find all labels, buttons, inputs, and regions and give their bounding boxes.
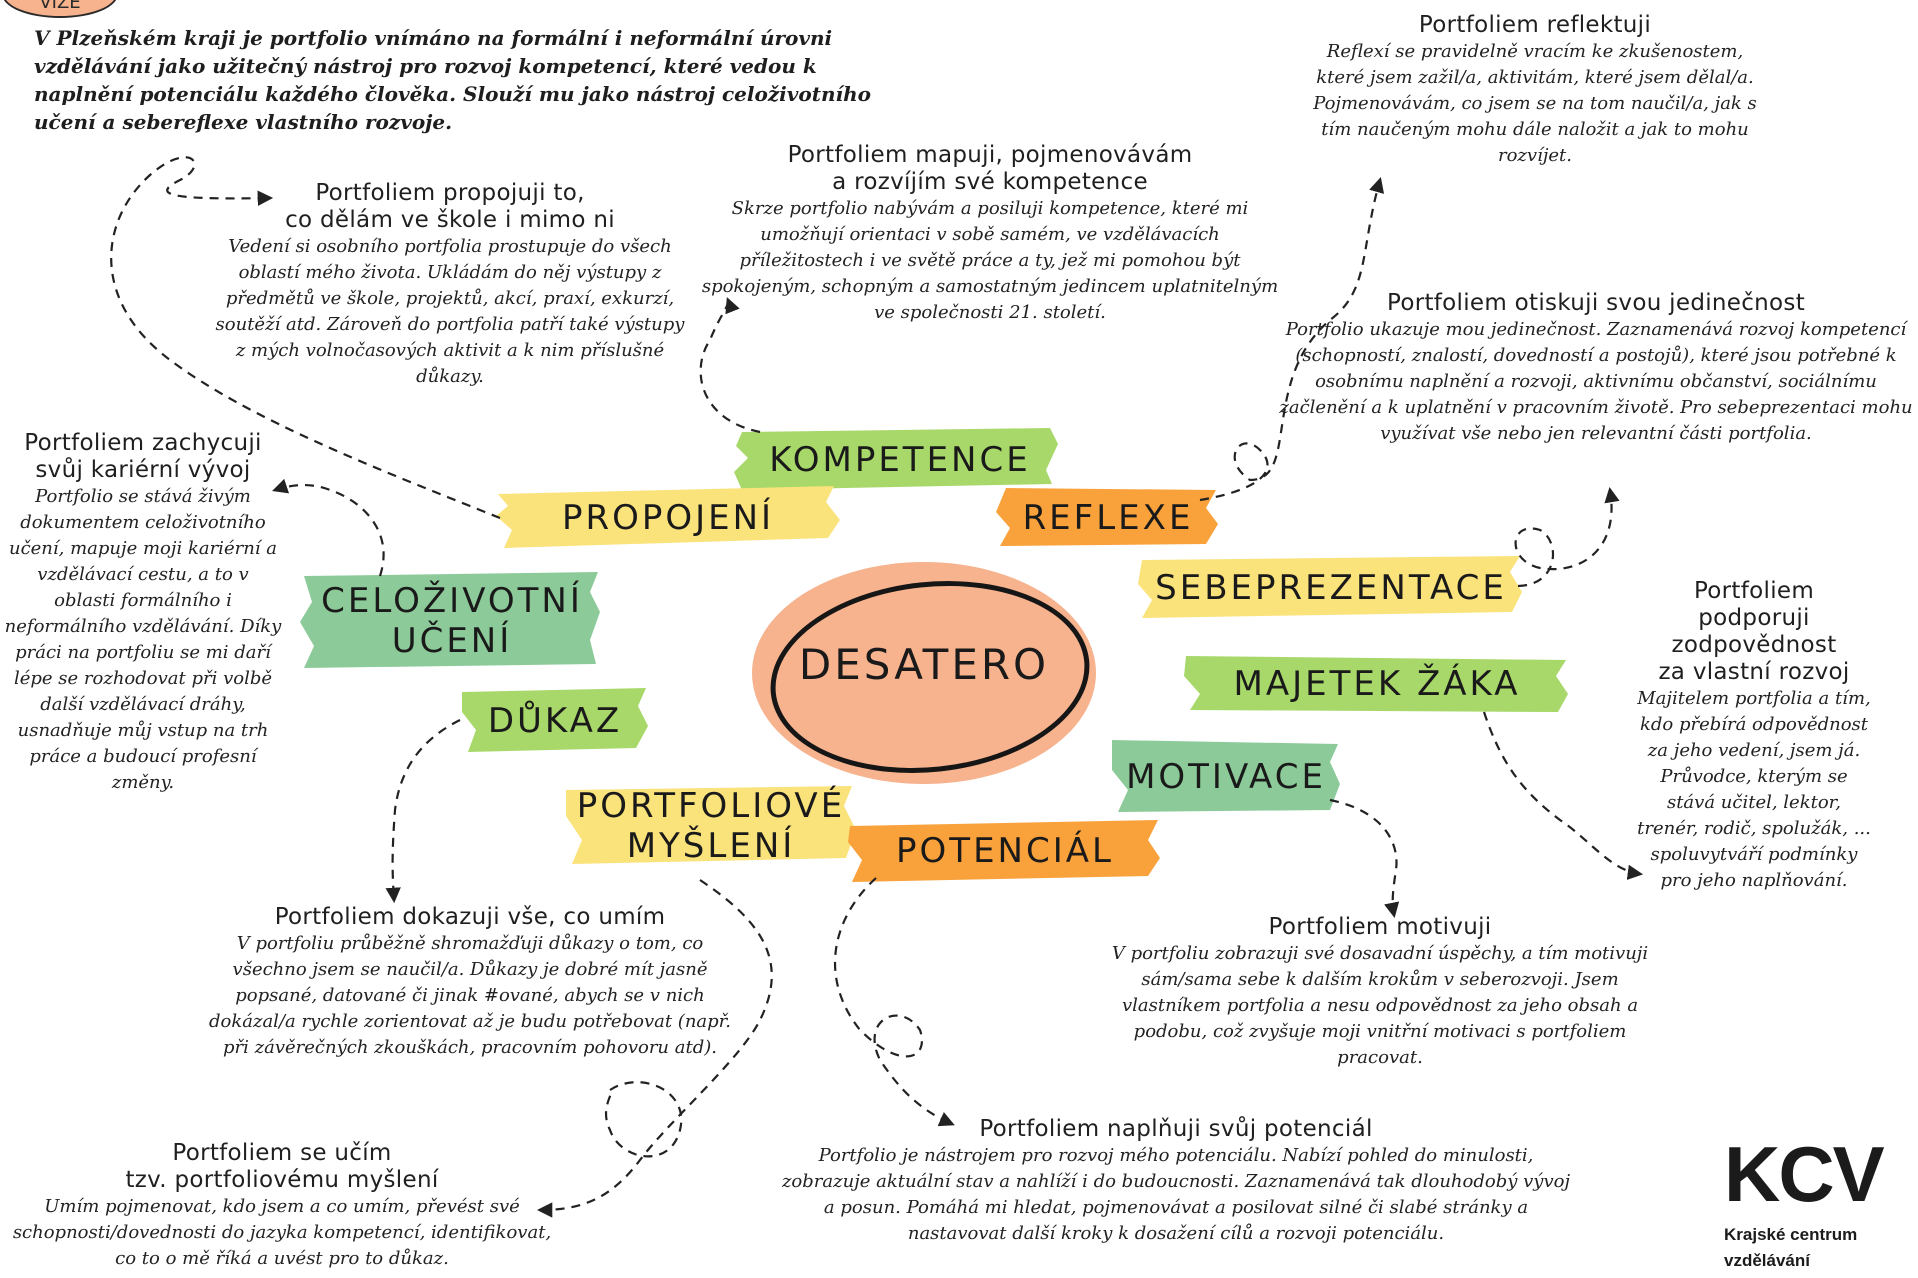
connector-majetek xyxy=(1482,711,1644,880)
note-dokazuji-body: V portfoliu průběžně shromažďuji důkazy … xyxy=(208,933,732,1058)
majetek-brush xyxy=(1184,656,1568,712)
center-ellipse xyxy=(752,562,1096,784)
kompetence-brush xyxy=(734,428,1058,490)
connector-reflexe xyxy=(1199,177,1385,502)
note-dokazuji: Portfoliem dokazuji vše, co umím V portf… xyxy=(200,904,740,1061)
connector-kompetence xyxy=(699,297,761,434)
connector-celozivotni xyxy=(272,478,385,577)
tag-kompetence: KOMPETENCE xyxy=(769,440,1031,480)
connector-sebeprezentace xyxy=(1514,486,1620,588)
connector-potencial xyxy=(833,877,955,1127)
connector-loop-ucim xyxy=(604,1081,683,1158)
note-reflektuji: Portfoliem reflektuji Reflexí se pravide… xyxy=(1300,12,1770,169)
note-reflektuji-title: Portfoliem reflektuji xyxy=(1418,12,1652,38)
propojeni-brush xyxy=(496,486,840,548)
connector-motivace xyxy=(1329,798,1400,919)
note-naplnuji-title: Portfoliem naplňuji svůj potenciál xyxy=(979,1116,1373,1142)
note-dokazuji-title: Portfoliem dokazuji vše, co umím xyxy=(274,904,666,930)
note-propojuji-title: Portfoliem propojuji to, co dělám ve ško… xyxy=(285,180,615,233)
note-otiskuji-body: Portfolio ukazuje mou jedinečnost. Zazna… xyxy=(1279,319,1913,444)
potencial-brush xyxy=(848,820,1160,882)
portfoliove-brush xyxy=(566,786,856,864)
connector-dukaz xyxy=(385,719,461,904)
note-podporuji-title: Portfoliem podporuji zodpovědnost za vla… xyxy=(1658,578,1850,685)
note-ucim-title: Portfoliem se učím tzv. portfoliovému my… xyxy=(125,1140,439,1193)
tag-motivace: MOTIVACE xyxy=(1126,757,1326,797)
note-podporuji-body: Majitelem portfolia a tím, kdo přebírá o… xyxy=(1637,688,1871,891)
note-zachycuji-body: Portfolio se stává živým dokumentem celo… xyxy=(4,486,282,793)
note-mapuji: Portfoliem mapuji, pojmenovávám a rozvíj… xyxy=(700,142,1280,326)
note-motivuji-title: Portfoliem motivuji xyxy=(1268,914,1492,940)
tag-majetek-zaka: MAJETEK ŽÁKA xyxy=(1233,664,1521,704)
note-naplnuji: Portfoliem naplňuji svůj potenciál Portf… xyxy=(776,1116,1576,1247)
note-ucim: Portfoliem se učím tzv. portfoliovému my… xyxy=(12,1140,552,1272)
celozivotni-brush xyxy=(300,572,600,668)
tag-celozivotni-uceni: CELOŽIVOTNÍ UČENÍ xyxy=(321,581,583,661)
note-zachycuji: Portfoliem zachycuji svůj kariérní vývoj… xyxy=(4,430,282,796)
note-mapuji-body: Skrze portfolio nabývám a posiluji kompe… xyxy=(701,198,1279,323)
note-motivuji-body: V portfoliu zobrazuji své dosavadní úspě… xyxy=(1111,943,1649,1068)
tag-sebeprezentace: SEBEPREZENTACE xyxy=(1155,568,1507,608)
note-mapuji-title: Portfoliem mapuji, pojmenovávám a rozvíj… xyxy=(787,142,1193,195)
note-reflektuji-body: Reflexí se pravidelně vracím ke zkušenos… xyxy=(1313,41,1757,166)
note-otiskuji: Portfoliem otiskuji svou jedinečnost Por… xyxy=(1278,290,1914,447)
reflexe-brush xyxy=(996,488,1218,546)
note-motivuji: Portfoliem motivuji V portfoliu zobrazuj… xyxy=(1090,914,1670,1071)
tag-portfoliove-mysleni: PORTFOLIOVÉ MYŠLENÍ xyxy=(576,786,846,866)
kcv-logo-line1: Krajské centrum xyxy=(1724,1225,1858,1244)
note-podporuji: Portfoliem podporuji zodpovědnost za vla… xyxy=(1634,578,1874,894)
note-naplnuji-body: Portfolio je nástrojem pro rozvoj mého p… xyxy=(781,1145,1571,1244)
kcv-logo: KCV Krajské centrum vzdělávání xyxy=(1724,1135,1904,1273)
connector-propojeni xyxy=(110,156,501,520)
note-zachycuji-title: Portfoliem zachycuji svůj kariérní vývoj xyxy=(24,430,262,483)
sebeprezentace-brush xyxy=(1138,556,1522,618)
connector-portfoliove xyxy=(536,879,773,1218)
note-propojuji-body: Vedení si osobního portfolia prostupuje … xyxy=(215,236,685,387)
vision-badge: VIZE xyxy=(2,0,118,18)
kcv-logo-mark: KCV xyxy=(1724,1130,1885,1218)
tag-propojeni: PROPOJENÍ xyxy=(561,498,775,538)
note-propojuji: Portfoliem propojuji to, co dělám ve ško… xyxy=(210,180,690,390)
kcv-logo-line2: vzdělávání xyxy=(1724,1251,1810,1270)
note-ucim-body: Umím pojmenovat, kdo jsem a co umím, pře… xyxy=(12,1196,552,1269)
center-label: DESATERO xyxy=(798,640,1050,689)
vision-statement: V Plzeňském kraji je portfolio vnímáno n… xyxy=(34,26,871,134)
motivace-brush xyxy=(1112,740,1340,812)
note-otiskuji-title: Portfoliem otiskuji svou jedinečnost xyxy=(1386,290,1806,316)
tag-dukaz: DŮKAZ xyxy=(487,701,623,741)
dukaz-brush xyxy=(462,688,648,752)
tag-reflexe: REFLEXE xyxy=(1022,498,1194,538)
tag-potencial: POTENCIÁL xyxy=(896,831,1114,871)
